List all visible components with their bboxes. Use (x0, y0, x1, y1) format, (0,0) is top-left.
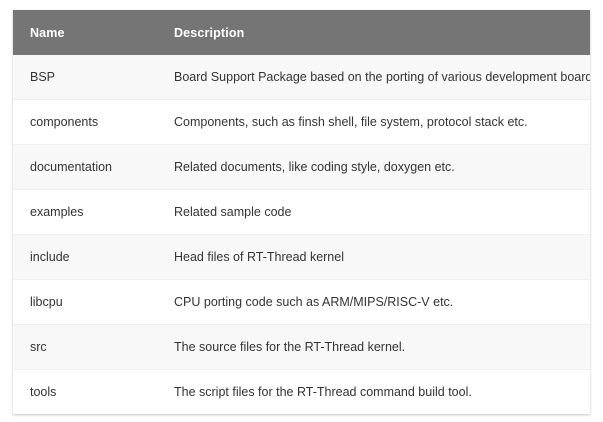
cell-name: examples (13, 189, 157, 235)
column-header-description[interactable]: Description (157, 10, 590, 55)
cell-description: The source files for the RT-Thread kerne… (157, 324, 590, 370)
cell-description: CPU porting code such as ARM/MIPS/RISC-V… (157, 279, 590, 325)
cell-description: Related sample code (157, 189, 590, 235)
directory-structure-table: Name Description BSP Board Support Packa… (13, 10, 590, 414)
directory-structure-table-card: Name Description BSP Board Support Packa… (13, 10, 590, 414)
cell-name: src (13, 324, 157, 370)
table-header: Name Description (13, 10, 590, 55)
table-row: examples Related sample code (13, 189, 590, 235)
table-body: BSP Board Support Package based on the p… (13, 55, 590, 414)
table-row: components Components, such as finsh she… (13, 99, 590, 145)
table-row: include Head files of RT-Thread kernel (13, 234, 590, 280)
cell-description: Related documents, like coding style, do… (157, 144, 590, 190)
cell-name: documentation (13, 144, 157, 190)
cell-description: Board Support Package based on the porti… (174, 70, 590, 84)
cell-name: libcpu (13, 279, 157, 325)
column-header-name[interactable]: Name (13, 10, 157, 55)
table-row: documentation Related documents, like co… (13, 144, 590, 190)
cell-name: components (13, 99, 157, 145)
table-row: libcpu CPU porting code such as ARM/MIPS… (13, 279, 590, 325)
cell-name: BSP (30, 70, 56, 84)
table-header-row: Name Description (13, 10, 590, 55)
cell-description: Head files of RT-Thread kernel (157, 234, 590, 280)
cell-name: tools (13, 369, 157, 414)
cell-description: Components, such as finsh shell, file sy… (157, 99, 590, 145)
table-row: src The source files for the RT-Thread k… (13, 324, 590, 370)
cell-name: include (13, 234, 157, 280)
cell-description: The script files for the RT-Thread comma… (157, 369, 590, 414)
table-row: BSP Board Support Package based on the p… (13, 55, 590, 100)
table-row: tools The script files for the RT-Thread… (13, 369, 590, 414)
